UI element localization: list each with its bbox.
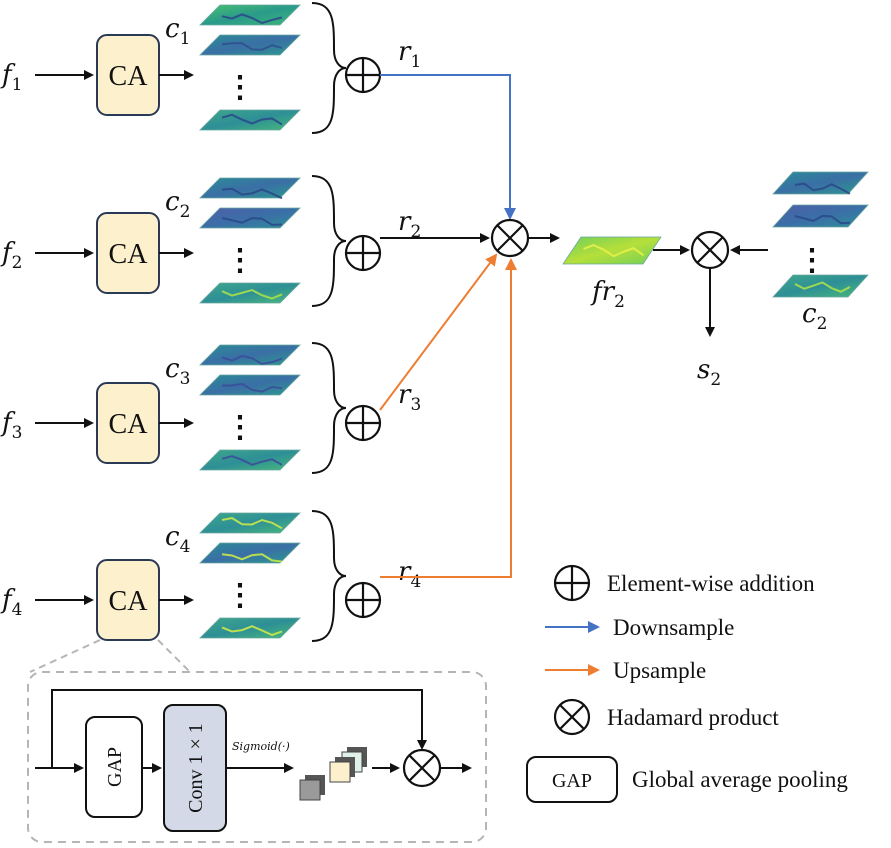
stack-c2-map-2 [199, 207, 301, 229]
ca-block-3: CA [96, 382, 160, 464]
stack-c4-ellipsis: ⋮ [225, 579, 255, 612]
input-label-f3: f3 [0, 408, 22, 443]
ca-block-4: CA [96, 559, 160, 641]
input-label-f2: f2 [0, 238, 22, 273]
legend-addition-label: Element-wise addition [607, 571, 815, 596]
sum-label-r3: r3 [398, 380, 421, 415]
stack-c2-map-3 [199, 282, 301, 304]
addition-icon-2 [344, 234, 382, 272]
stack-c2-map-1 [199, 177, 301, 200]
upsample-path-r3 [379, 253, 498, 411]
legend-gap-box-label: GAP [552, 770, 592, 792]
right-stack-map-1 [772, 171, 869, 195]
legend-upsample-label: Upsample [613, 658, 706, 683]
ca-block-1: CA [96, 34, 160, 116]
hadamard-icon-right [690, 230, 730, 270]
addition-icon-4 [344, 581, 382, 619]
stack-c4-map-1 [199, 512, 301, 534]
stack-c2-ellipsis: ⋮ [225, 244, 255, 277]
inset-hadamard-icon [402, 748, 442, 788]
legend-gap-box [526, 756, 618, 803]
channel-label-c4: c4 [165, 522, 190, 557]
input-label-f1: f1 [0, 60, 22, 95]
legend-hadamard-icon [553, 698, 591, 736]
ca-label: CA [109, 239, 149, 270]
stack-c4-map-2 [199, 542, 301, 564]
zoom-guide-right [157, 639, 191, 673]
inset-gap-label: GAP [104, 747, 126, 787]
input-label-f4: f4 [0, 585, 22, 620]
hadamard-icon-central [490, 218, 530, 258]
weight-cube-3 [299, 779, 321, 801]
upsample-path-r4 [380, 258, 517, 578]
inset-skip-connection [51, 689, 427, 768]
right-stack-label-c2: c2 [802, 299, 827, 334]
stack-c1-map-3 [199, 109, 301, 131]
legend-gap-text: Global average pooling [632, 767, 848, 792]
brace-3 [311, 342, 347, 474]
output-label-s2: s2 [697, 355, 721, 390]
ca-label: CA [109, 61, 149, 92]
ca-block-2: CA [96, 212, 160, 294]
brace-4 [311, 510, 347, 642]
stack-c3-map-2 [199, 374, 301, 396]
brace-1 [311, 2, 347, 134]
channel-label-c1: c1 [165, 14, 190, 49]
sum-label-r2: r2 [398, 207, 421, 242]
stack-c3-ellipsis: ⋮ [225, 411, 255, 444]
stack-c1-map-2 [199, 34, 301, 56]
ca-label: CA [109, 409, 149, 440]
brace-2 [311, 175, 347, 307]
sum-label-r1: r1 [398, 37, 421, 72]
ca-label: CA [109, 586, 149, 617]
channel-label-c2: c2 [165, 187, 190, 222]
zoom-guide-left [29, 639, 101, 673]
ca-detail-inset [27, 671, 487, 843]
stack-c1-ellipsis: ⋮ [225, 71, 255, 104]
downsample-path-r1 [380, 74, 516, 220]
legend-hadamard-label: Hadamard product [607, 705, 779, 730]
fused-label-fr2: fr2 [590, 277, 625, 312]
stack-c1-map-1 [199, 4, 301, 26]
legend-downsample-label: Downsample [613, 615, 734, 640]
addition-icon-3 [344, 404, 382, 442]
stack-c3-map-3 [199, 449, 301, 471]
right-stack-ellipsis: ⋮ [797, 244, 827, 277]
addition-icon-1 [344, 56, 382, 94]
fused-map-fr2 [562, 236, 662, 265]
stack-c4-map-3 [199, 617, 301, 639]
inset-sigmoid-label: Sigmoid(·) [232, 740, 290, 753]
stack-c3-map-1 [199, 344, 301, 366]
right-stack-map-3 [772, 274, 869, 298]
sum-label-r4: r4 [398, 557, 421, 592]
channel-label-c3: c3 [165, 354, 190, 389]
right-stack-map-2 [772, 204, 869, 228]
weight-cube-2 [329, 761, 351, 783]
legend-addition-icon [553, 564, 591, 602]
inset-conv-label: Conv 1 × 1 [185, 723, 207, 813]
